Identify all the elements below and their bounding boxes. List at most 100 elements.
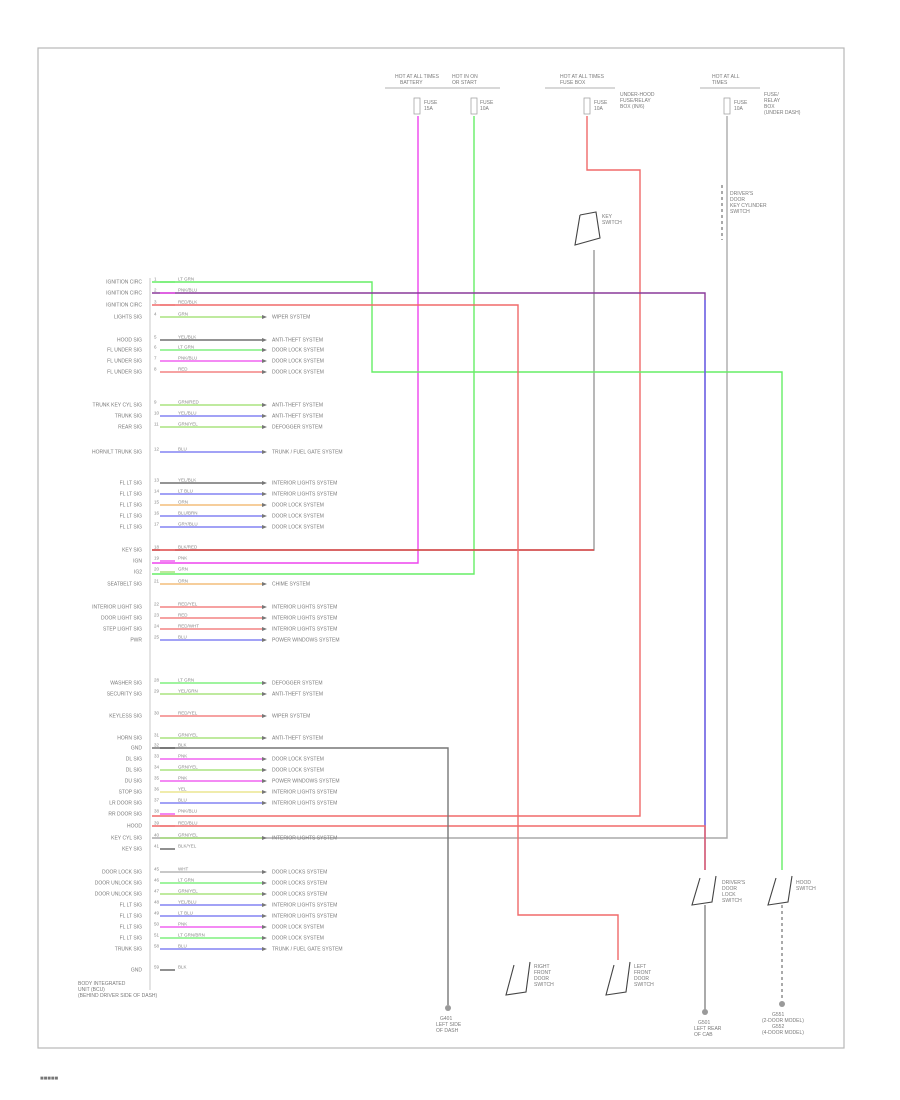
ecu-label-line-3: (BEHIND DRIVER SIDE OF DASH) xyxy=(78,993,158,999)
ecu-label-line-2: UNIT (BCU) xyxy=(78,987,105,993)
pin-destination: DOOR LOCK SYSTEM xyxy=(272,359,324,365)
pin-number: 5 xyxy=(154,335,157,340)
pin-number: 37 xyxy=(154,798,160,803)
fuse-block-2: HOT IN ON OR START FUSE 10A xyxy=(440,74,500,115)
pin-name: PWR xyxy=(130,638,142,644)
pin-destination: POWER WINDOWS SYSTEM xyxy=(272,638,340,644)
hood-switch-label-2: SWITCH xyxy=(796,886,816,892)
pin-name: REAR SIG xyxy=(118,425,142,431)
fuse-block-2-fuse-1: FUSE xyxy=(480,100,494,106)
pin-destination: DEFOGGER SYSTEM xyxy=(272,681,323,687)
pin-number: 46 xyxy=(154,878,160,883)
arrow-icon xyxy=(262,681,267,685)
pin-destination: ANTI-THEFT SYSTEM xyxy=(272,403,323,409)
ground-g501: G501 LEFT REAR OF CAB xyxy=(694,1009,722,1038)
arrow-icon xyxy=(262,525,267,529)
wire-code: BLK xyxy=(178,965,187,970)
pin-name: SEATBELT SIG xyxy=(107,582,142,588)
fuse-block-4-fuse-1: FUSE xyxy=(734,100,748,106)
left-front-door-switch: LEFT FRONT DOOR SWITCH xyxy=(605,961,654,996)
fuse-block-3-note-3: BOX (IN/6) xyxy=(620,104,645,110)
arrow-icon xyxy=(262,582,267,586)
ground-g401-label-2: LEFT SIDE xyxy=(436,1022,462,1028)
arrow-icon xyxy=(262,450,267,454)
fuse-block-1-fuse-1: FUSE xyxy=(424,100,438,106)
key-switch: KEY SWITCH xyxy=(574,211,622,246)
pin-name: TRUNK SIG xyxy=(115,947,142,953)
pin-name: HORN SIG xyxy=(117,736,142,742)
wire-code: GRY/BLU xyxy=(178,522,198,527)
wire-code: PNK/BLU xyxy=(178,356,197,361)
pin-number: 6 xyxy=(154,345,157,350)
pin-destination: TRUNK / FUEL GATE SYSTEM xyxy=(272,947,343,953)
arrow-icon xyxy=(262,315,267,319)
lf-door-label-3: DOOR xyxy=(634,976,649,982)
pin-name: FL UNDER SIG xyxy=(107,359,142,365)
arrow-icon xyxy=(262,481,267,485)
arrow-icon xyxy=(262,779,267,783)
pin-number: 7 xyxy=(154,356,157,361)
pin-name: KEY SIG xyxy=(122,847,142,853)
pin-number: 34 xyxy=(154,765,160,770)
pin-number: 28 xyxy=(154,678,160,683)
pin-destination: TRUNK / FUEL GATE SYSTEM xyxy=(272,450,343,456)
fuse-block-3: HOT AT ALL TIMES FUSE BOX FUSE 10A UNDER… xyxy=(545,74,655,115)
pin-row: FL UNDER SIG 7 PNK/BLU DOOR LOCK SYSTEM xyxy=(107,356,324,365)
wire-code: BLU/BRN xyxy=(178,511,198,516)
pin-number: 21 xyxy=(154,579,160,584)
pin-name: KEY CYL SIG xyxy=(111,836,142,842)
wire-code: PNK/BLU xyxy=(178,809,197,814)
pin-number: 3 xyxy=(154,300,157,305)
pin-destination: ANTI-THEFT SYSTEM xyxy=(272,338,323,344)
arrow-icon xyxy=(262,836,267,840)
footnote: ■■■■■ xyxy=(40,1076,58,1082)
pin-number: 11 xyxy=(154,422,159,427)
pin-name: GND xyxy=(131,746,143,752)
wire-code: BLK/RED xyxy=(178,545,198,550)
pin-destination: DOOR LOCK SYSTEM xyxy=(272,936,324,942)
wire-code: BLU xyxy=(178,635,187,640)
key-cylinder-label-3: KEY CYLINDER xyxy=(730,203,767,209)
wire-code: GRN/YEL xyxy=(178,833,198,838)
fuse-block-2-fuse-2: 10A xyxy=(480,106,490,112)
rf-door-label-2: FRONT xyxy=(534,970,551,976)
pin-name: FL UNDER SIG xyxy=(107,370,142,376)
door-lock-switch-label-1: DRIVER'S xyxy=(722,880,746,886)
pin-destination: ANTI-THEFT SYSTEM xyxy=(272,414,323,420)
wire-code: LT BLU xyxy=(178,489,193,494)
wire-green-ig2 xyxy=(152,116,475,575)
fuse-block-3-fuse-2: 10A xyxy=(594,106,604,112)
pin-number: 13 xyxy=(154,478,160,483)
ground-g401: G401 LEFT SIDE OF DASH xyxy=(436,1005,462,1034)
arrow-icon xyxy=(262,359,267,363)
pin-destination: DOOR LOCKS SYSTEM xyxy=(272,870,327,876)
wire-red-fuse3 xyxy=(152,116,641,817)
pin-name: STOP SIG xyxy=(119,790,143,796)
pin-name: IGNITION CIRC xyxy=(106,303,142,309)
wire-code: YEL/BLU xyxy=(178,411,197,416)
pin-number: 31 xyxy=(154,733,160,738)
pin-destination: POWER WINDOWS SYSTEM xyxy=(272,779,340,785)
arrow-icon xyxy=(262,925,267,929)
pin-destination: INTERIOR LIGHTS SYSTEM xyxy=(272,801,337,807)
wire-code: LT GRN xyxy=(178,345,194,350)
pin-name: FL LT SIG xyxy=(120,503,143,509)
pin-name: KEYLESS SIG xyxy=(109,714,142,720)
driver-door-key-cylinder-switch: DRIVER'S DOOR KEY CYLINDER SWITCH xyxy=(721,185,767,240)
wire-code: GRN/YEL xyxy=(178,422,198,427)
arrow-icon xyxy=(262,605,267,609)
pin-name: DOOR UNLOCK SIG xyxy=(95,892,142,898)
ground-g501-label-1: G501 xyxy=(698,1020,710,1026)
arrow-icon xyxy=(262,370,267,374)
